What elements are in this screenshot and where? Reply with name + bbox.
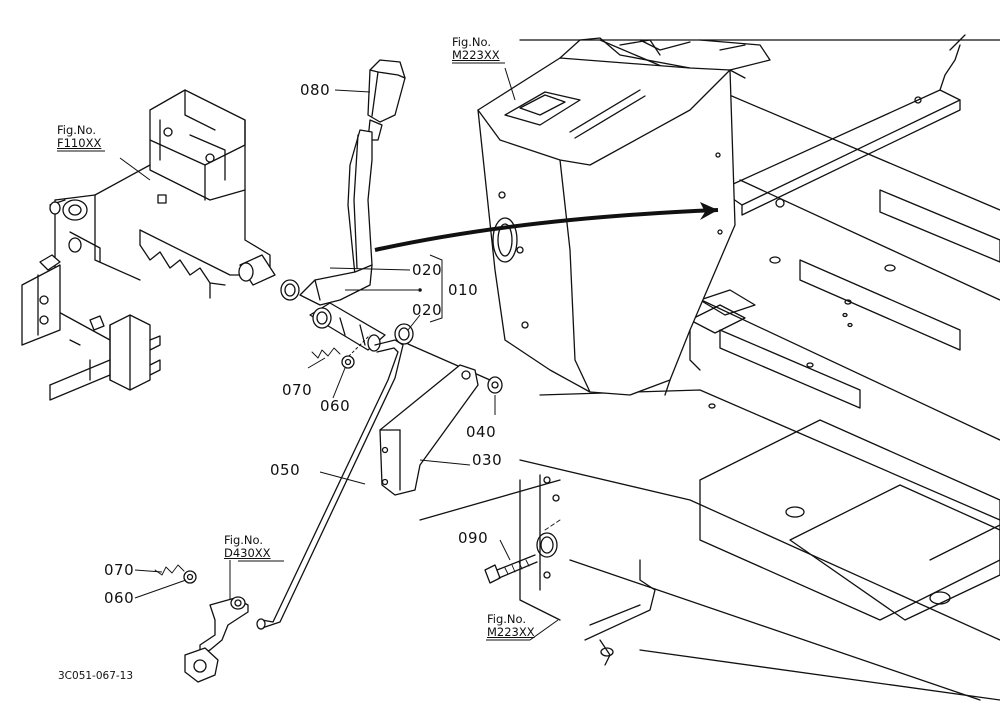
frame-bracket <box>21 89 271 401</box>
part-label-060-upper: 060 <box>320 397 351 415</box>
fig-ref-m223xx-top: Fig.No. M223XX <box>452 36 500 62</box>
fig-ref-f110xx: Fig.No. F110XX <box>57 124 101 150</box>
part-label-020-upper: 020 <box>412 261 443 279</box>
part-label-090: 090 <box>458 529 489 547</box>
part-label-050: 050 <box>270 461 301 479</box>
connecting-rod <box>256 339 404 630</box>
fig-ref-d430xx: Fig.No. D430XX <box>224 534 271 560</box>
fig-ref-label: Fig.No. <box>452 35 492 49</box>
fig-ref-code: M223XX <box>452 48 500 62</box>
part-label-080: 080 <box>300 81 331 99</box>
fig-ref-label: Fig.No. <box>57 123 97 137</box>
fig-ref-code: D430XX <box>224 546 271 560</box>
part-label-060-lower: 060 <box>104 589 135 607</box>
pivot-assembly <box>238 254 503 394</box>
part-label-070-lower: 070 <box>104 561 135 579</box>
fig-ref-m223xx-bottom: Fig.No. M223XX <box>487 613 535 639</box>
part-label-070-upper: 070 <box>282 381 313 399</box>
leader-lines <box>57 62 719 641</box>
fig-ref-code: M223XX <box>487 625 535 639</box>
gear-lever <box>299 59 406 306</box>
fig-ref-code: F110XX <box>57 136 102 150</box>
diagram-id: 3C051-067-13 <box>58 670 134 682</box>
bolt <box>484 554 538 584</box>
part-label-030: 030 <box>472 451 503 469</box>
part-label-020-lower: 020 <box>412 301 443 319</box>
fig-ref-label: Fig.No. <box>224 533 264 547</box>
lower-arm <box>154 564 249 683</box>
console-housing <box>477 37 771 396</box>
link-plate <box>379 364 479 496</box>
fig-ref-label: Fig.No. <box>487 612 527 626</box>
part-label-040: 040 <box>466 423 497 441</box>
part-label-010: 010 <box>448 281 479 299</box>
